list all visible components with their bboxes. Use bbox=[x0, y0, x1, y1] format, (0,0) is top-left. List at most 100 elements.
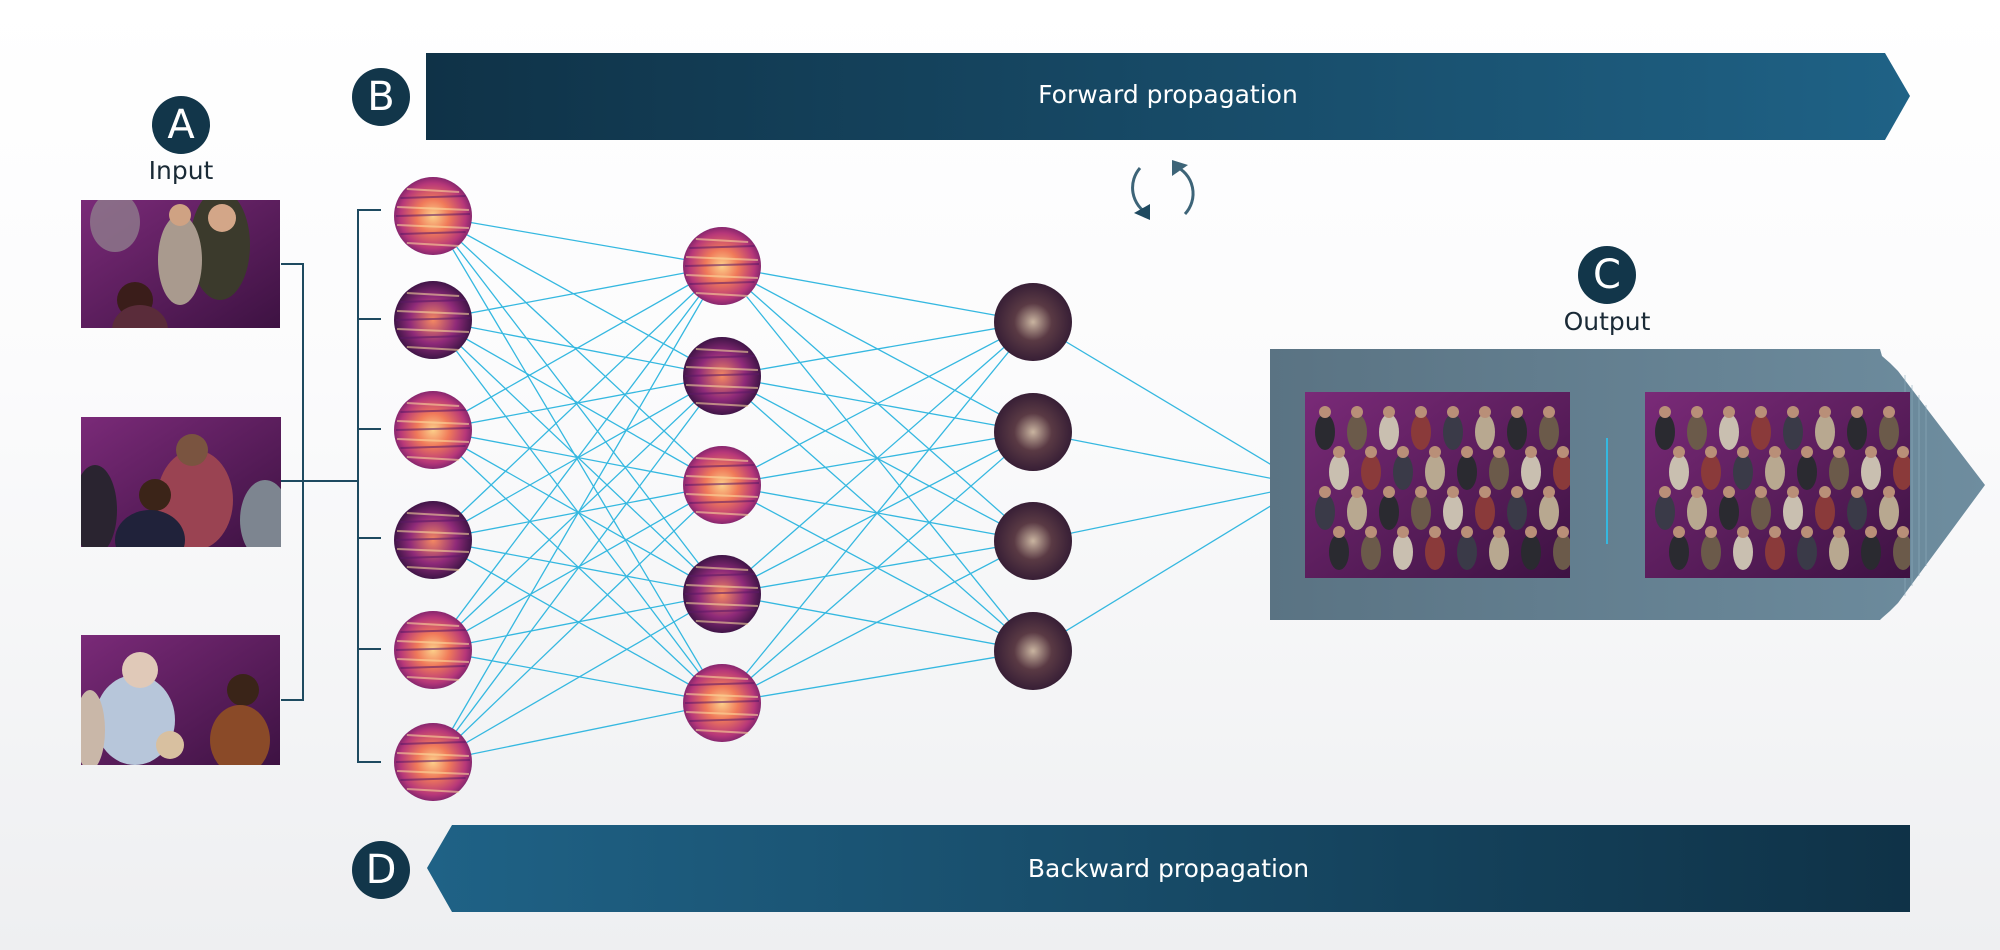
crowd-figure-head bbox=[1659, 486, 1671, 498]
connection-line bbox=[721, 540, 1034, 704]
crowd-figure bbox=[1329, 534, 1349, 570]
crowd-figure bbox=[1489, 534, 1509, 570]
crowd-figure bbox=[1669, 534, 1689, 570]
connection-line bbox=[721, 265, 1034, 323]
connection-line bbox=[432, 215, 723, 486]
crowd-figure bbox=[1475, 414, 1495, 450]
crowd-figure-head bbox=[1429, 526, 1441, 538]
crowd-figure-head bbox=[1415, 486, 1427, 498]
badge-a: A bbox=[152, 96, 210, 154]
crowd-figure-head bbox=[1851, 406, 1863, 418]
layer2-spectrogram-node bbox=[683, 227, 761, 305]
crowd-figure-head bbox=[1383, 406, 1395, 418]
connection-line bbox=[432, 265, 723, 763]
connection-line bbox=[432, 265, 723, 541]
layer3-people-node bbox=[994, 612, 1072, 690]
badge-d: D bbox=[352, 841, 410, 899]
crowd-figure bbox=[1539, 414, 1559, 450]
crowd-figure-head bbox=[1897, 446, 1909, 458]
connection-line bbox=[432, 484, 723, 651]
connection-line bbox=[432, 215, 723, 377]
crowd-figure-head bbox=[1557, 526, 1569, 538]
crowd-figure bbox=[1393, 534, 1413, 570]
input-photo bbox=[81, 417, 281, 547]
crowd-figure bbox=[1315, 494, 1335, 530]
input-label: Input bbox=[148, 156, 214, 185]
crowd-figure bbox=[1379, 414, 1399, 450]
connection-line bbox=[432, 265, 723, 431]
crowd-figure-head bbox=[1461, 526, 1473, 538]
crowd-figure-head bbox=[1525, 526, 1537, 538]
crowd-figure-head bbox=[1737, 526, 1749, 538]
connection-line bbox=[721, 321, 1034, 486]
crowd-figure-head bbox=[1769, 446, 1781, 458]
crowd-figure-head bbox=[1397, 446, 1409, 458]
crowd-figure-head bbox=[1493, 446, 1505, 458]
crowd-figure bbox=[1687, 494, 1707, 530]
forward-propagation-label: Forward propagation bbox=[1038, 80, 1298, 109]
crowd-figure-head bbox=[1543, 486, 1555, 498]
forward-propagation-banner bbox=[426, 53, 1910, 140]
layer3-people-node bbox=[994, 283, 1072, 361]
connection-line bbox=[432, 593, 723, 651]
crowd-figure bbox=[1655, 494, 1675, 530]
layer1-spectrogram-node bbox=[394, 391, 472, 469]
layer1-spectrogram-node bbox=[394, 281, 472, 359]
layer2-spectrogram-node bbox=[683, 337, 761, 415]
crowd-figure bbox=[1879, 414, 1899, 450]
crowd-figure-head bbox=[1397, 526, 1409, 538]
crowd-figure bbox=[1861, 534, 1881, 570]
input-bracket bbox=[281, 209, 381, 763]
crowd-figure bbox=[1475, 494, 1495, 530]
backward-propagation-label: Backward propagation bbox=[1027, 854, 1310, 883]
crowd-figure bbox=[1315, 414, 1335, 450]
crowd-figure-head bbox=[1351, 406, 1363, 418]
crowd-figure-head bbox=[1447, 486, 1459, 498]
output-image bbox=[1645, 392, 1910, 578]
backward-propagation-banner bbox=[427, 825, 1910, 912]
crowd-figure-head bbox=[1659, 406, 1671, 418]
crowd-figure bbox=[1783, 494, 1803, 530]
crowd-figure bbox=[1361, 534, 1381, 570]
layer3-people-node bbox=[994, 502, 1072, 580]
crowd-figure-head bbox=[1429, 446, 1441, 458]
crowd-figure-head bbox=[1801, 446, 1813, 458]
crowd-figure bbox=[1347, 414, 1367, 450]
crowd-figure-head bbox=[1461, 446, 1473, 458]
crowd-figure bbox=[1751, 494, 1771, 530]
crowd-figure-head bbox=[1865, 446, 1877, 458]
crowd-figure-head bbox=[1557, 446, 1569, 458]
layer1-spectrogram-node bbox=[394, 501, 472, 579]
crowd-figure bbox=[1457, 454, 1477, 490]
crowd-figure-head bbox=[1787, 406, 1799, 418]
crowd-figure bbox=[1701, 454, 1721, 490]
crowd-figure bbox=[1411, 414, 1431, 450]
output-connection-line bbox=[1032, 321, 1306, 486]
crowd-figure-head bbox=[1833, 446, 1845, 458]
crowd-figure bbox=[1329, 454, 1349, 490]
crowd-figure-head bbox=[1897, 526, 1909, 538]
crowd-figure-head bbox=[1755, 486, 1767, 498]
crowd-figure bbox=[1701, 534, 1721, 570]
crowd-figure bbox=[1733, 454, 1753, 490]
crowd-figure-head bbox=[1865, 526, 1877, 538]
crowd-figure-head bbox=[1365, 526, 1377, 538]
connection-line bbox=[432, 265, 723, 651]
crowd-figure bbox=[1733, 534, 1753, 570]
crowd-figure-head bbox=[1819, 486, 1831, 498]
crowd-figure bbox=[1521, 534, 1541, 570]
crowd-figure-head bbox=[1511, 486, 1523, 498]
crowd-figure bbox=[1507, 494, 1527, 530]
crowd-figure bbox=[1347, 494, 1367, 530]
connection-line bbox=[432, 375, 723, 763]
crowd-figure bbox=[1687, 414, 1707, 450]
crowd-figure bbox=[1765, 454, 1785, 490]
network-nodes bbox=[394, 177, 1072, 801]
crowd-figure-head bbox=[1351, 486, 1363, 498]
crowd-figure-head bbox=[1851, 486, 1863, 498]
crowd-figure bbox=[1893, 454, 1910, 490]
crowd-figure bbox=[1879, 494, 1899, 530]
connection-line bbox=[721, 650, 1034, 704]
crowd-figure bbox=[1829, 534, 1849, 570]
